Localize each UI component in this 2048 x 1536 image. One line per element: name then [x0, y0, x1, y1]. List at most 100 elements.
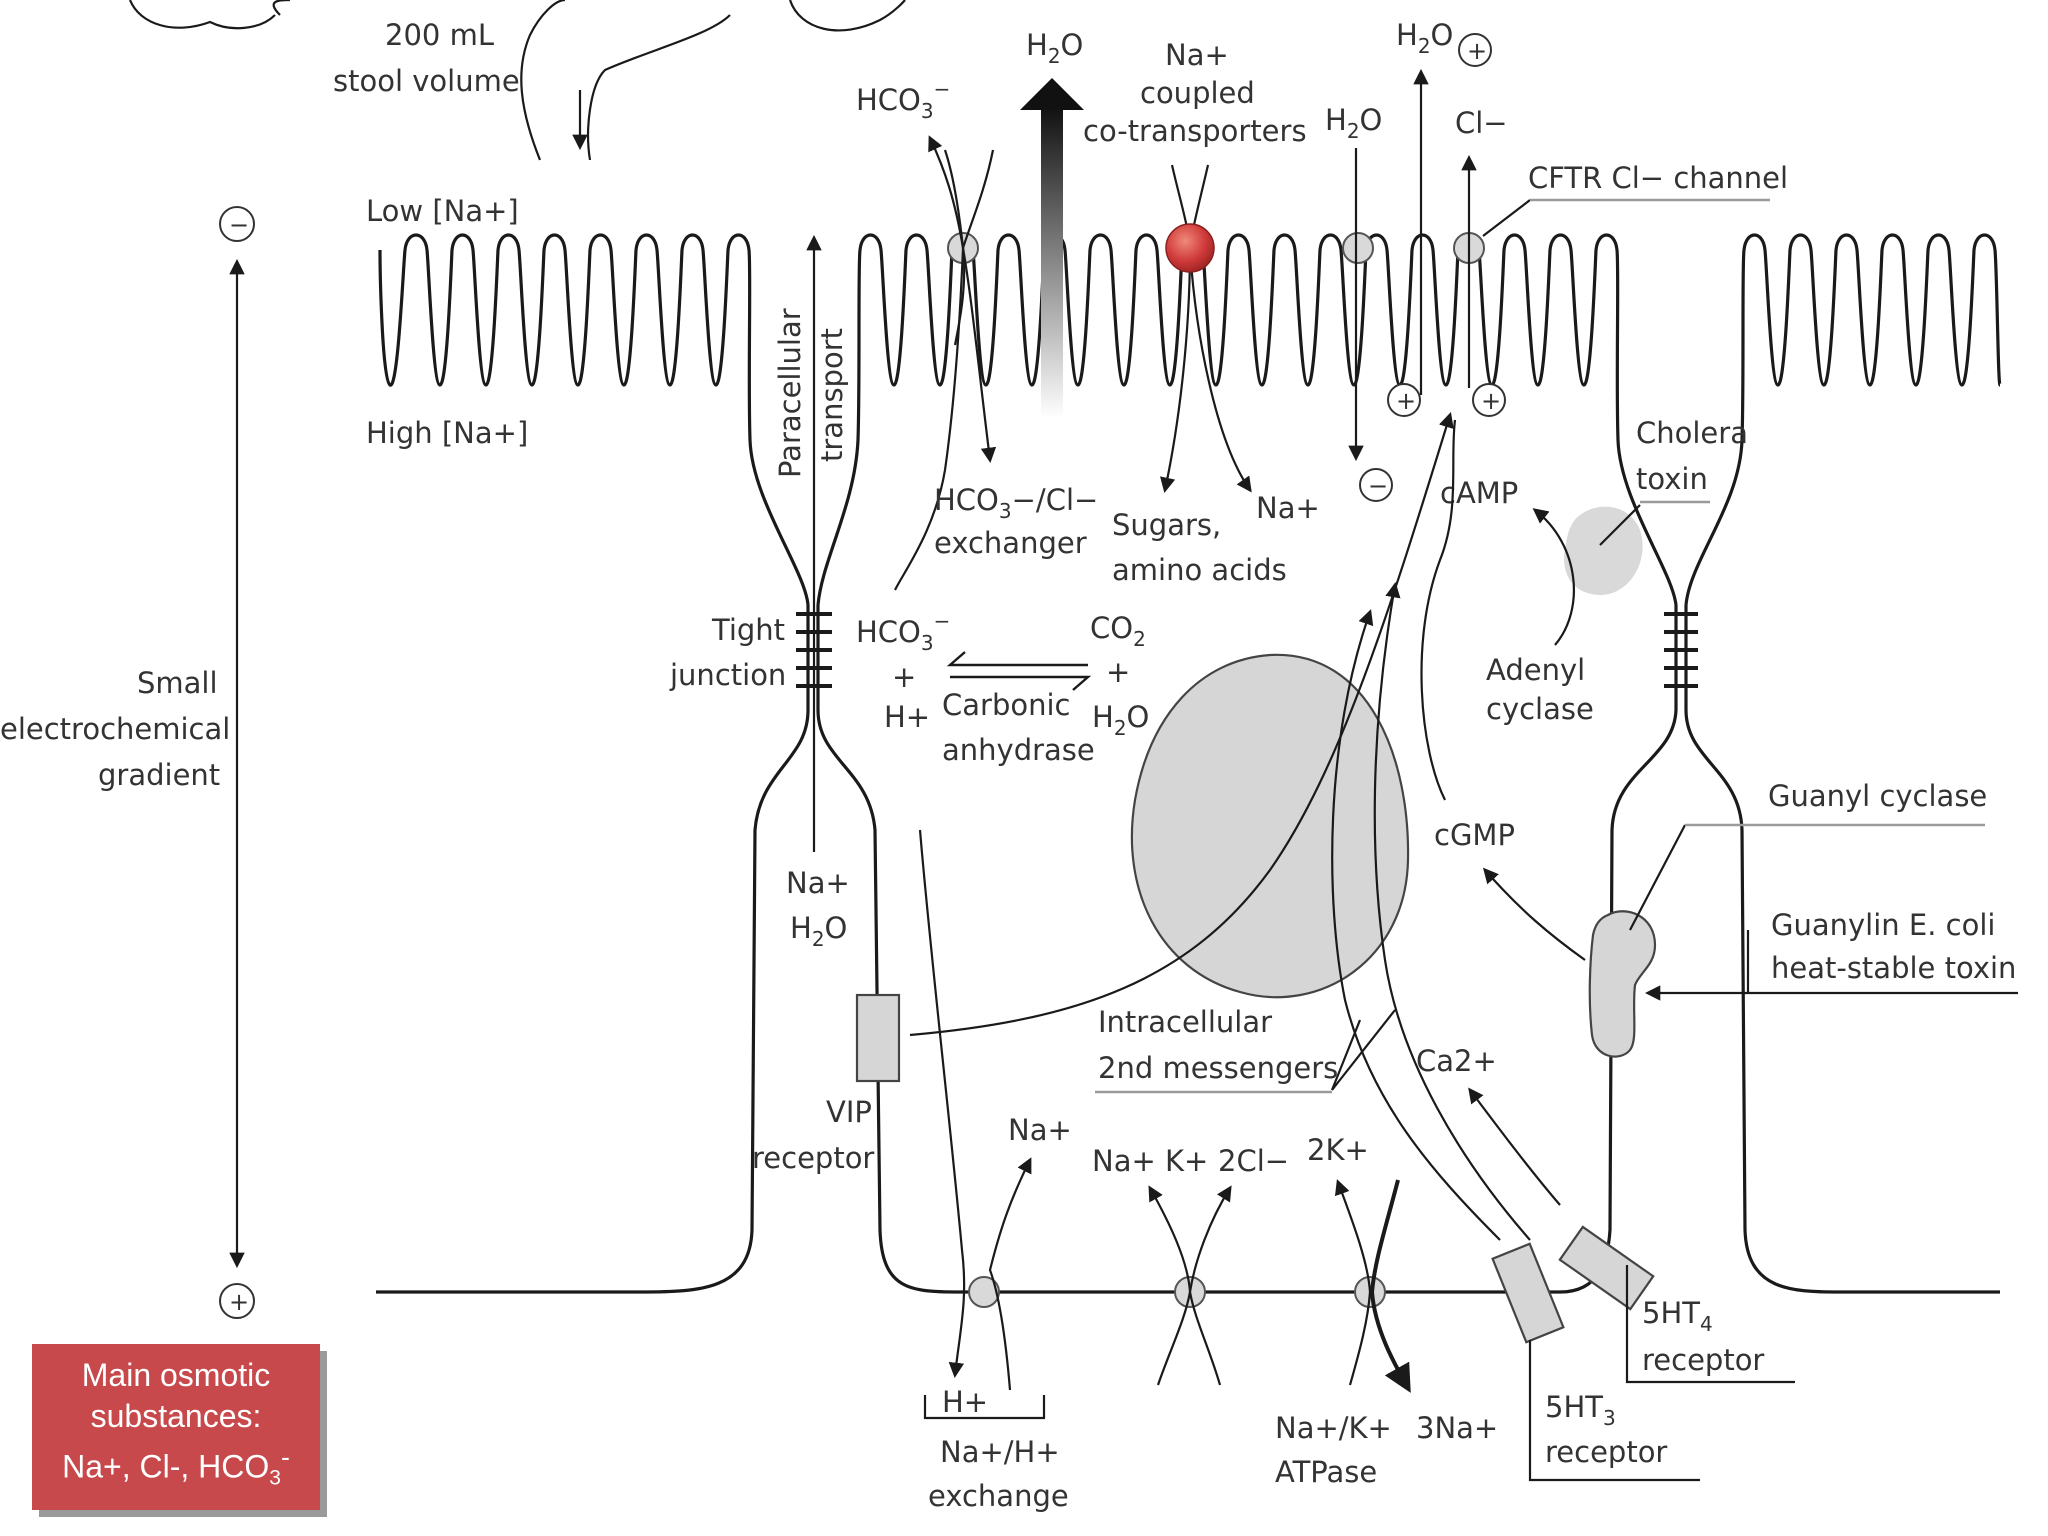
na-bl-label: Na+	[1008, 1113, 1072, 1147]
5ht3-label-2: receptor	[1545, 1435, 1667, 1469]
guanylin-receptor	[1588, 910, 1657, 1058]
na-bl-in-arrow	[988, 1157, 1032, 1391]
apical-membrane-right	[1684, 233, 2002, 606]
cgmp-signal-arrow	[1420, 419, 1457, 801]
minus-pole-sign: −	[229, 211, 249, 239]
3na-out-arrow	[1369, 1179, 1411, 1393]
h-bracket	[923, 1395, 1046, 1420]
ca-signal-arrow-1	[1331, 609, 1501, 1241]
2cl-label: 2Cl−	[1218, 1144, 1289, 1178]
5ht4-label-1: 5HT4	[1642, 1296, 1713, 1336]
high-na-label: High [Na+]	[366, 416, 528, 450]
tight-junction-right	[1664, 612, 1698, 688]
nucleus	[1130, 653, 1410, 999]
gradient-label-1: Small	[137, 666, 218, 700]
5ht3-receptor	[1491, 1242, 1565, 1344]
cgmp-label: cGMP	[1434, 818, 1515, 852]
ca-label: Ca2+	[1416, 1044, 1497, 1078]
stool-mass	[520, 0, 906, 161]
main-osmotic-substances-box: Main osmotic substances: Na+, Cl-, HCO3-	[32, 1344, 320, 1510]
na-coupled-label-2: coupled	[1140, 76, 1255, 110]
hco3-exchanger-feed	[894, 247, 965, 591]
gradient-label-2: electrochemical	[0, 712, 230, 746]
5ht4-bracket	[1625, 1265, 1795, 1384]
cholera-toxin-blob	[1564, 506, 1643, 595]
paracellular-h2o-label: H2O	[790, 911, 847, 951]
adenyl-label-2: cyclase	[1486, 692, 1594, 726]
guanylin-label-1: Guanylin E. coli	[1771, 908, 1995, 942]
sugars-label-2: amino acids	[1112, 553, 1287, 587]
plus-left-channel-sign: +	[1396, 387, 1416, 415]
h2o-top-label: H2O	[1026, 28, 1083, 68]
na-coupled-label-1: Na+	[1165, 38, 1229, 72]
exchanger-label-1: HCO3−/Cl−	[934, 483, 1098, 523]
tight-junction-label-1: Tight	[711, 613, 785, 647]
cholera-label-1: Cholera	[1636, 416, 1748, 450]
plus-pole-sign: +	[229, 1288, 249, 1316]
vip-receptor	[855, 993, 901, 1083]
minus-pole	[219, 206, 255, 242]
carbonic-label-1: Carbonic	[942, 688, 1070, 722]
plus-left-channel	[1387, 383, 1421, 417]
guanyl-label: Guanyl cyclase	[1768, 779, 1987, 813]
5ht3-label-1: 5HT3	[1545, 1390, 1616, 1430]
5ht3-bracket	[1528, 1340, 1700, 1482]
na-coupled-label-3: co-transporters	[1083, 114, 1307, 148]
carbonic-label-2: anhydrase	[942, 733, 1095, 767]
h-plus-mid-label: H+	[884, 700, 930, 734]
sugars-in-arrow	[1160, 247, 1192, 494]
intracellular-label-2: 2nd messengers	[1098, 1051, 1338, 1085]
plus-co2-label: +	[1106, 655, 1130, 689]
na-in-label: Na+	[1256, 491, 1320, 525]
guanyl-cyclase-arrow	[1482, 867, 1586, 961]
paracellular-label-2: transport	[815, 328, 849, 462]
vip-label-1: VIP	[826, 1095, 872, 1129]
apical-membrane-left	[378, 233, 810, 606]
equilibrium-arrow-bottom	[950, 675, 1092, 691]
water-flow-head	[1020, 78, 1084, 110]
5ht4-receptor	[1558, 1225, 1655, 1311]
2k-label: 2K+	[1307, 1133, 1369, 1167]
tight-junction-label-2: junction	[669, 658, 786, 692]
gradient-label-3: gradient	[98, 758, 220, 792]
osmotic-line-2: substances:	[90, 1398, 262, 1435]
nak-label: Na+ K+	[1092, 1144, 1208, 1178]
5ht4-label-2: receptor	[1642, 1343, 1764, 1377]
stool-volume-label-1: 200 mL	[385, 18, 494, 52]
plus-cftr	[1472, 383, 1506, 417]
3na-label: 3Na+	[1416, 1411, 1498, 1445]
cftr-label: CFTR Cl− channel	[1528, 161, 1788, 195]
cl-in-arrow	[961, 247, 997, 464]
plus-pole	[219, 1283, 255, 1319]
plus-h2o	[1458, 33, 1492, 67]
minus-stimulus	[1359, 468, 1393, 502]
messenger-pointer-2	[1330, 1019, 1362, 1091]
vip-label-2: receptor	[752, 1141, 874, 1175]
paracellular-label-1: Paracellular	[773, 308, 807, 478]
co2-label: CO2	[1090, 611, 1146, 651]
adenyl-label-1: Adenyl	[1486, 653, 1585, 687]
h2o-plus-label: H2O	[1396, 18, 1453, 58]
paracellular-na-label: Na+	[786, 866, 850, 900]
nak-atp-label-1: Na+/K+	[1275, 1411, 1392, 1445]
h2o-mid-label: H2O	[1092, 700, 1149, 740]
water-channel	[1342, 232, 1374, 264]
na-in-arrow	[1188, 247, 1252, 493]
ca-signal-arrow-2	[1373, 581, 1531, 1241]
water-flow-shaft	[1041, 108, 1063, 418]
plus-h2o-sign: +	[1467, 37, 1487, 65]
2cl-in-arrow	[1188, 1185, 1232, 1386]
nah-label-2: exchange	[928, 1479, 1069, 1513]
cftr-pointer	[1482, 199, 1531, 237]
plus-mid-label: +	[892, 660, 916, 694]
plus-cftr-sign: +	[1481, 387, 1501, 415]
equilibrium-arrow-top	[946, 651, 1088, 667]
stool-outline	[128, 0, 291, 30]
exchanger-label-2: exchanger	[934, 526, 1087, 560]
osmotic-line-3: Na+, Cl-, HCO3-	[62, 1442, 290, 1490]
cl-top-label: Cl−	[1455, 106, 1508, 140]
guanylin-label-2: heat-stable toxin	[1771, 951, 2016, 985]
na-h-exchanger	[968, 1276, 1000, 1308]
exchanger-curve-right	[961, 149, 995, 249]
middle-cell-lateral-left	[816, 605, 1678, 1294]
